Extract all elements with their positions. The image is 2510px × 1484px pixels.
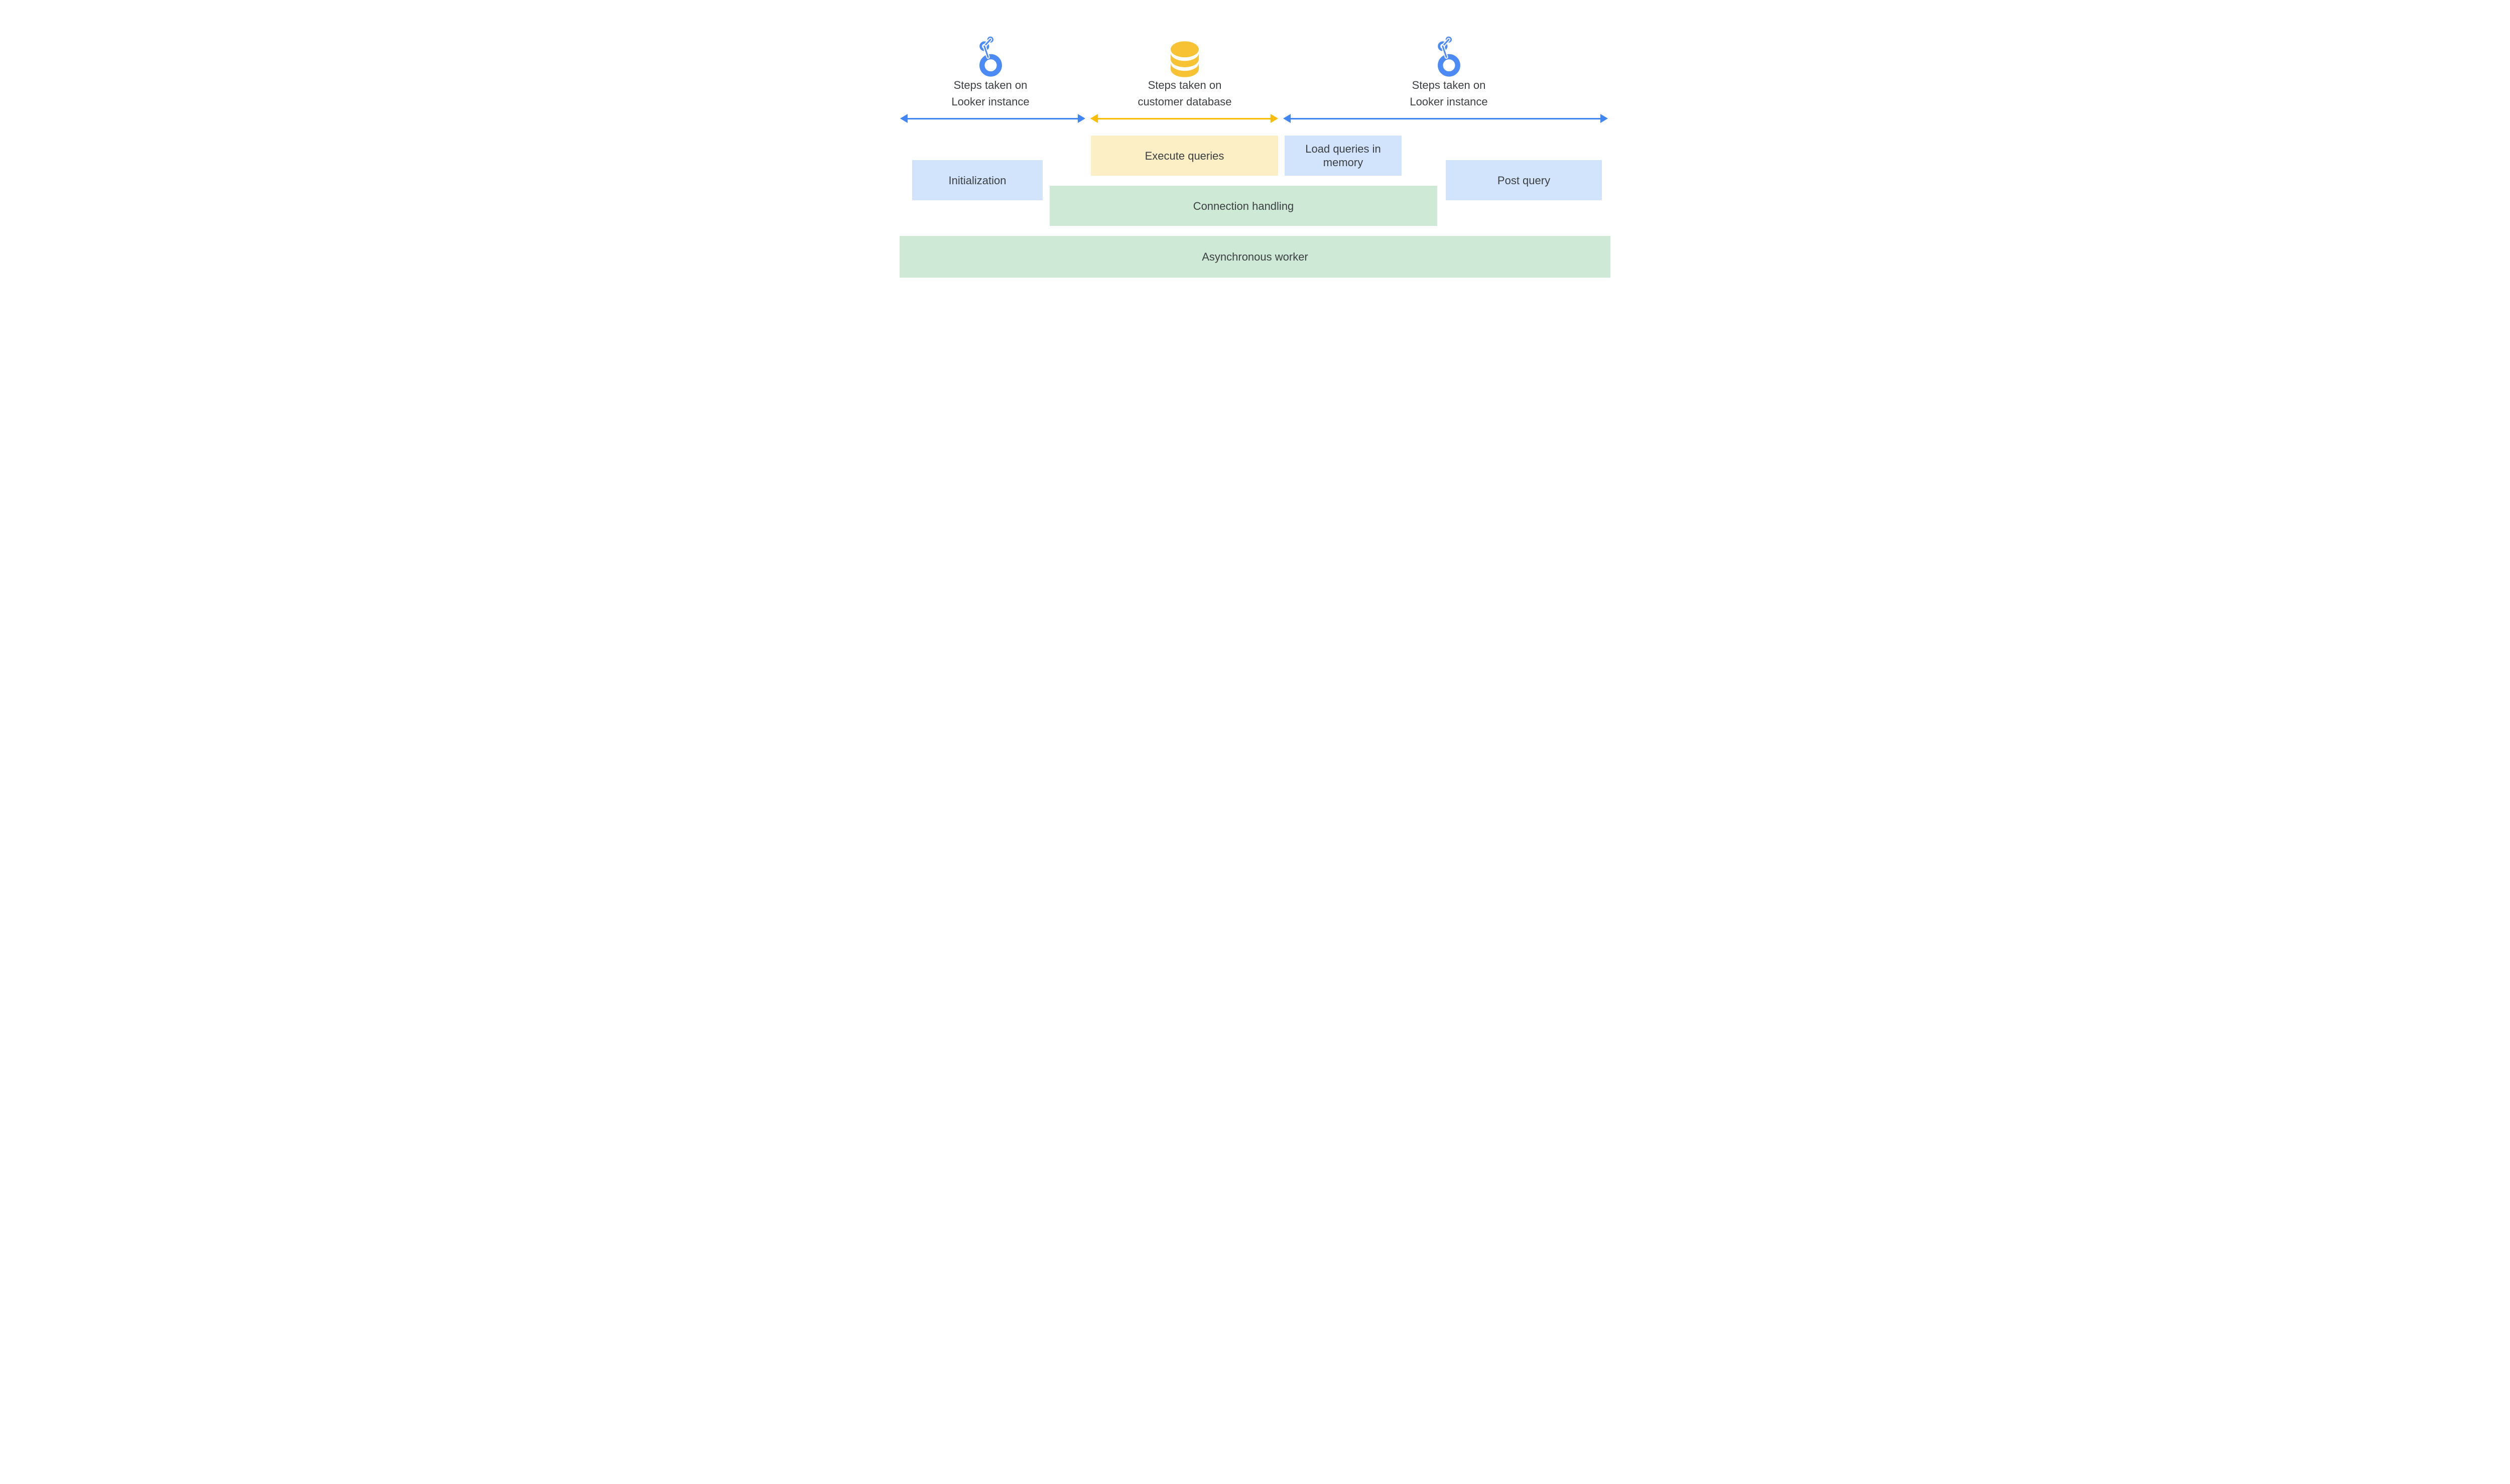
execute-queries-box: Execute queries — [1091, 136, 1278, 176]
initialization-box: Initialization — [912, 160, 1043, 200]
section-label-line: Steps taken on — [1148, 79, 1222, 91]
section-label-database: Steps taken on customer database — [1099, 77, 1270, 110]
section-label-line: Steps taken on — [953, 79, 1028, 91]
box-label: Load queries in memory — [1305, 143, 1381, 169]
section-label-looker-right: Steps taken on Looker instance — [1363, 77, 1534, 110]
looker-icon — [979, 36, 1002, 77]
section-label-line: Looker instance — [1410, 95, 1488, 108]
arrow-shaft — [1098, 117, 1271, 119]
arrow-head-right-icon — [1600, 114, 1608, 123]
arrow-head-right-icon — [1078, 114, 1085, 123]
box-label: Connection handling — [1193, 199, 1294, 212]
arrow-head-left-icon — [1283, 114, 1291, 123]
box-label: Execute queries — [1145, 149, 1224, 162]
load-queries-in-memory-box: Load queries in memory — [1285, 136, 1402, 176]
connection-handling-box: Connection handling — [1050, 186, 1437, 226]
arrow-shaft — [1291, 117, 1600, 119]
section-label-looker-left: Steps taken on Looker instance — [905, 77, 1076, 110]
looker-query-lifecycle-diagram: Steps taken on Looker instance Steps tak… — [853, 0, 1657, 297]
section-label-line: Looker instance — [951, 95, 1030, 108]
box-label: Post query — [1497, 174, 1551, 187]
section-label-line: Steps taken on — [1412, 79, 1486, 91]
section-label-line: customer database — [1138, 95, 1232, 108]
yellow-double-arrow — [1090, 114, 1278, 123]
blue-double-arrow-right — [1283, 114, 1608, 123]
box-label: Initialization — [948, 174, 1007, 187]
box-label: Asynchronous worker — [1202, 251, 1308, 263]
looker-icon — [1438, 36, 1460, 77]
arrow-head-left-icon — [1090, 114, 1098, 123]
arrow-shaft — [908, 117, 1078, 119]
database-icon — [1171, 41, 1199, 77]
post-query-box: Post query — [1446, 160, 1602, 200]
arrow-head-left-icon — [900, 114, 908, 123]
asynchronous-worker-box: Asynchronous worker — [900, 236, 1610, 278]
arrow-head-right-icon — [1271, 114, 1278, 123]
blue-double-arrow-left — [900, 114, 1085, 123]
